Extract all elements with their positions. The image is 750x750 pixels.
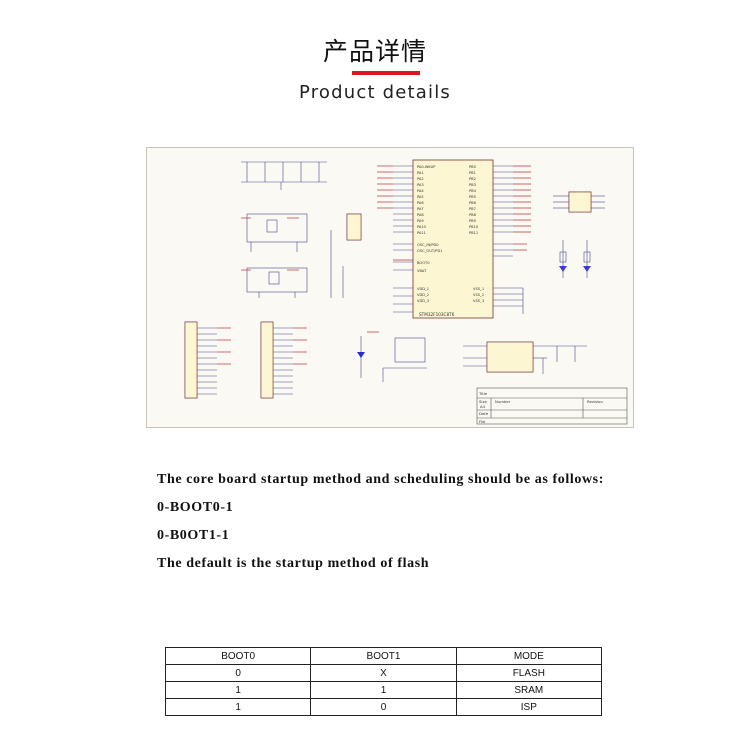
svg-text:PA5: PA5 [417,195,424,199]
svg-text:PA0-WKUP: PA0-WKUP [417,165,436,169]
svg-text:VSS_2: VSS_2 [473,293,484,297]
svg-text:VDD_2: VDD_2 [417,293,429,297]
table-cell: 1 [164,681,312,699]
svg-text:PB1: PB1 [469,171,476,175]
title-block-number: Number [495,399,511,404]
table-row: 1 0 ISP [164,698,603,716]
boot0-line: 0-BOOT0-1 [157,500,234,515]
svg-text:VDD_3: VDD_3 [417,299,429,303]
svg-text:VSS_1: VSS_1 [473,287,484,291]
table-cell: X [310,664,457,682]
svg-text:PB8: PB8 [469,213,477,217]
title-block-revision: Revision [587,399,603,404]
svg-text:BOOT0: BOOT0 [417,261,430,265]
title-block-size-value: A4 [480,404,486,409]
svg-text:PB9: PB9 [469,219,477,223]
svg-text:PA2: PA2 [417,177,424,181]
page-title-en: Product details [298,82,452,103]
svg-text:PB0: PB0 [469,165,477,169]
svg-text:PA10: PA10 [417,225,427,229]
svg-text:PA3: PA3 [417,183,424,187]
title-accent-bar [352,71,420,75]
svg-text:PA4: PA4 [417,189,424,193]
svg-text:PB10: PB10 [469,225,479,229]
table-row: 1 1 SRAM [164,681,603,699]
title-block-date: Date [479,411,489,416]
svg-text:PB4: PB4 [469,189,477,193]
svg-text:VSS_3: VSS_3 [473,299,484,303]
boot1-line: 0-B0OT1-1 [157,528,230,543]
svg-text:PA6: PA6 [417,201,424,205]
svg-text:PB3: PB3 [469,183,476,187]
table-cell: 1 [310,681,457,699]
svg-text:OSC_IN/PD0: OSC_IN/PD0 [417,243,439,247]
svg-text:PB2: PB2 [469,177,476,181]
table-cell: FLASH [455,664,603,682]
svg-text:PB11: PB11 [469,231,478,235]
title-block-title: Title [478,391,488,396]
svg-text:PA11: PA11 [417,231,426,235]
svg-text:VBAT: VBAT [417,269,427,273]
table-cell: 0 [310,698,457,716]
table-row: 0 X FLASH [164,664,603,682]
startup-description: The core board startup method and schedu… [157,472,604,487]
table-header-cell: BOOT0 [164,647,312,665]
table-cell: 0 [164,664,312,682]
svg-text:OSC_OUT/PD1: OSC_OUT/PD1 [417,249,443,253]
page-title-cn: 产品详情 [322,37,427,66]
chip-label: STM32F103C8T6 [419,312,455,317]
table-cell: SRAM [455,681,603,699]
title-block-file: File [479,419,486,424]
svg-text:PA7: PA7 [417,207,424,211]
table-header-cell: MODE [455,647,603,665]
svg-text:PB6: PB6 [469,201,477,205]
svg-text:PA1: PA1 [417,171,424,175]
svg-text:PB5: PB5 [469,195,476,199]
table-cell: 1 [164,698,312,716]
table-header-cell: BOOT1 [310,647,457,665]
title-block-size: Size [479,399,487,404]
svg-text:PA9: PA9 [417,219,424,223]
svg-text:PA8: PA8 [417,213,424,217]
svg-text:PB7: PB7 [469,207,476,211]
boot-mode-table: BOOT0 BOOT1 MODE 0 X FLASH 1 1 SRAM 1 0 … [164,647,603,716]
table-header-row: BOOT0 BOOT1 MODE [164,647,603,665]
svg-text:VDD_1: VDD_1 [417,287,429,291]
table-cell: ISP [455,698,603,716]
default-startup-note: The default is the startup method of fla… [157,556,430,571]
